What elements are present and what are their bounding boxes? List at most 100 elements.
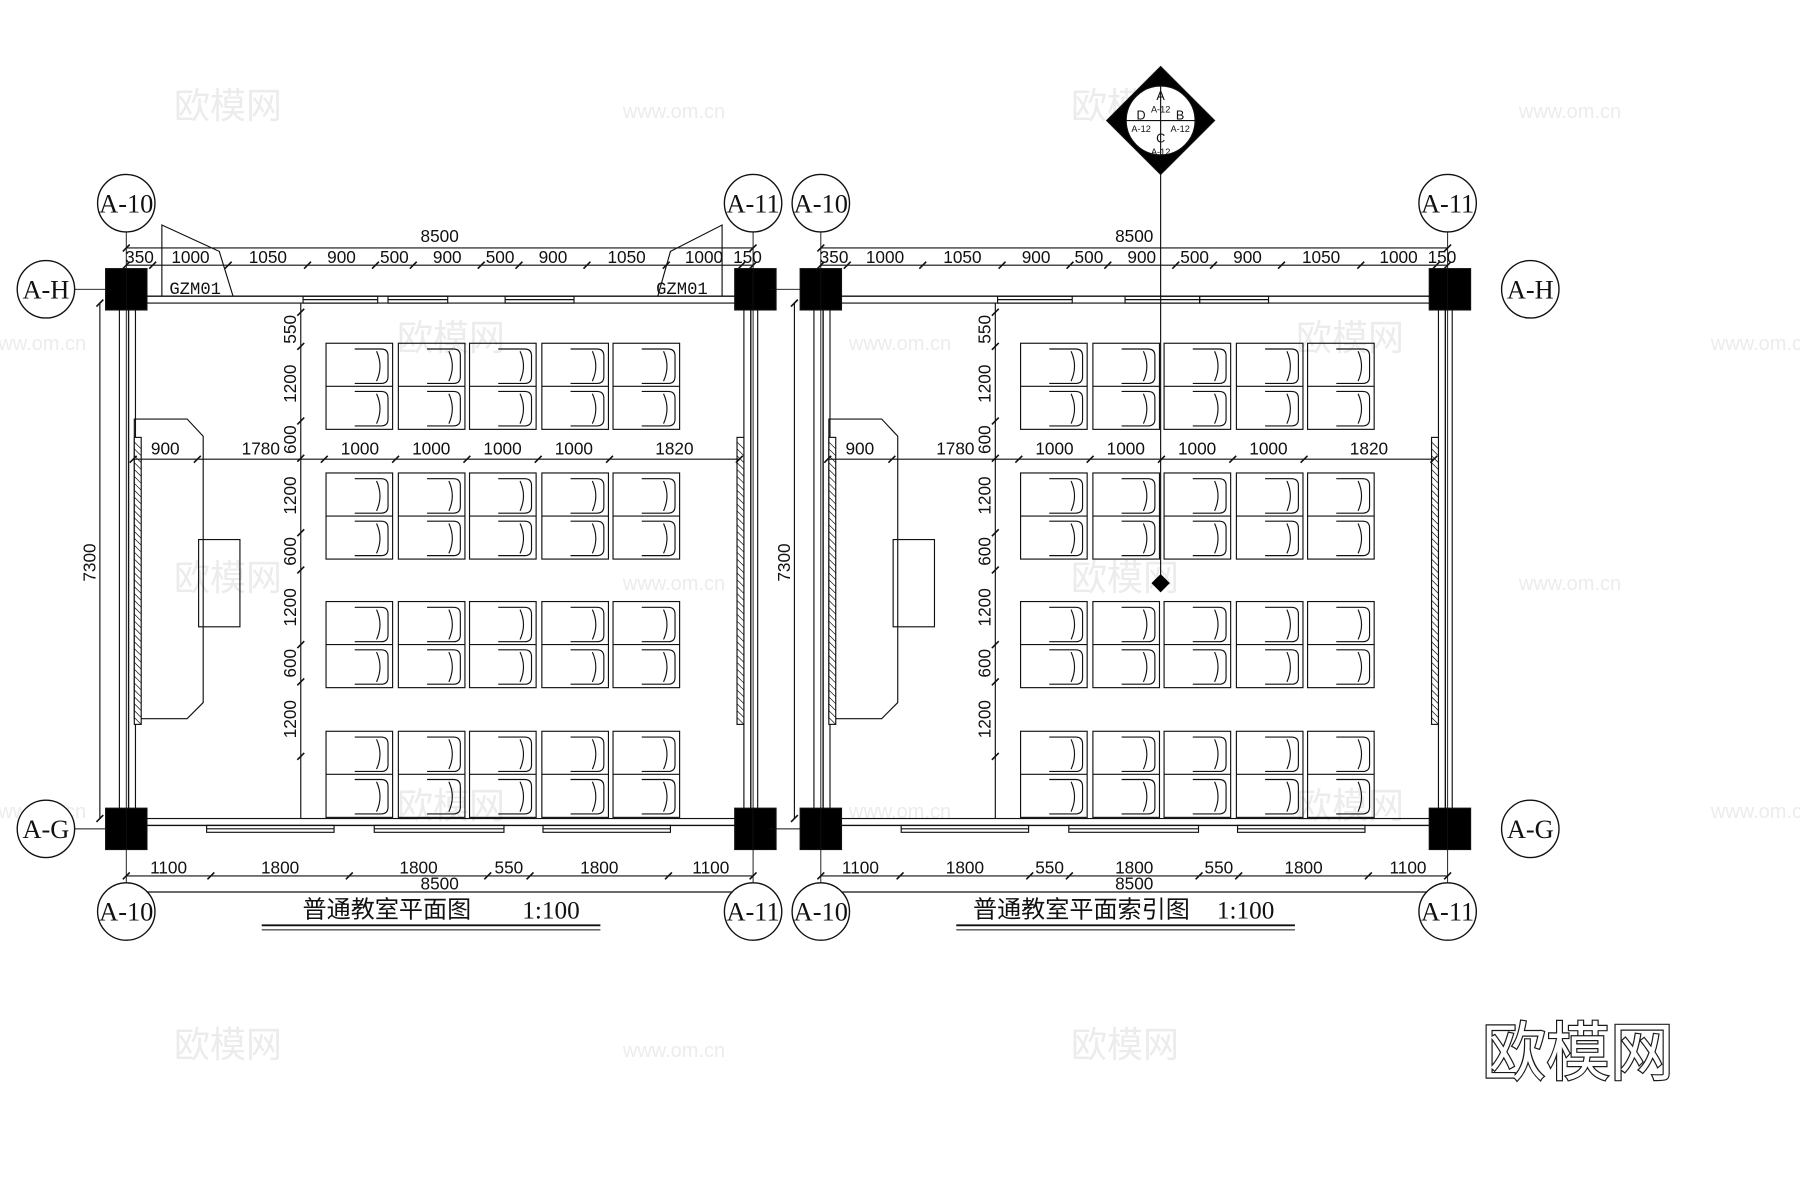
dimension-label: 1000 <box>483 439 521 459</box>
blackboard-hatch <box>1431 627 1439 636</box>
door-tag: GZM01 <box>169 281 221 300</box>
chair-back <box>1357 609 1363 640</box>
chair-back <box>376 351 381 382</box>
chair <box>354 736 389 773</box>
blackboard-hatch <box>828 600 836 608</box>
dimension-label: 550 <box>1205 858 1234 878</box>
desk-pair <box>1163 600 1232 689</box>
chair <box>1192 649 1227 685</box>
chair-back <box>1142 523 1148 554</box>
chair <box>1192 348 1227 385</box>
dimension-label: 600 <box>280 649 300 678</box>
blackboard-hatch <box>134 586 142 594</box>
dimension-tick <box>991 752 1000 761</box>
dimension-tick <box>1157 455 1166 464</box>
chair <box>498 478 533 514</box>
chair <box>498 606 533 643</box>
desk-pair <box>468 342 537 430</box>
chair <box>641 736 676 773</box>
desk-pair <box>612 472 681 560</box>
blackboard-left <box>133 436 142 725</box>
dimension-label: 8500 <box>1115 226 1153 246</box>
watermark-url: www.om.cn <box>622 101 725 123</box>
chair-back <box>519 480 525 512</box>
blackboard-hatch <box>134 579 142 587</box>
blackboard-hatch <box>134 469 142 477</box>
dimension-label: 1100 <box>1390 858 1427 878</box>
dimension-tick <box>1065 871 1074 880</box>
blackboard-hatch <box>134 483 142 491</box>
watermark-layer: 欧模网欧模网欧模网欧模网欧模网欧模网欧模网欧模网欧模网欧模网www.om.cnw… <box>0 86 1800 1066</box>
desk-pair <box>1235 342 1304 430</box>
chair <box>641 390 676 427</box>
grid-bubble-row-bottom-circle <box>16 799 76 859</box>
chair-back <box>1357 651 1363 683</box>
chair <box>1121 606 1156 643</box>
dimension-label: 900 <box>1233 247 1262 267</box>
blackboard-hatch <box>134 551 142 560</box>
dimension-label: 1050 <box>1302 247 1340 267</box>
chair-back <box>1286 609 1291 640</box>
blackboard-hatch <box>828 682 836 691</box>
dimension-label: 1800 <box>261 858 299 878</box>
chair <box>1121 778 1156 815</box>
chair-back <box>1070 393 1076 424</box>
chair-back <box>1142 351 1148 382</box>
grid-bubble-row-top-circle <box>1500 259 1560 319</box>
dimension-tick <box>1014 455 1023 464</box>
chair-back <box>1357 351 1363 382</box>
chair-back <box>448 393 453 424</box>
dimension-label: 900 <box>539 247 568 267</box>
dimension-tick <box>843 261 852 270</box>
dimension-tick <box>582 261 591 270</box>
grid-bubble-col-right-label: A-11 <box>1421 188 1474 218</box>
blackboard-right <box>736 436 745 725</box>
blackboard-hatch <box>736 648 745 656</box>
chair-back <box>591 739 597 770</box>
blackboard-hatch <box>828 489 836 498</box>
dimension-tick <box>371 261 380 270</box>
chair-back <box>519 351 525 382</box>
dimension-label: 550 <box>495 858 524 878</box>
chair <box>1049 606 1084 643</box>
chair <box>498 649 533 685</box>
blackboard-hatch <box>134 524 142 532</box>
grid-bubble-col-left-label: A-10 <box>794 897 848 927</box>
chair-back <box>1286 739 1291 770</box>
blackboard-hatch <box>828 669 836 677</box>
dimension-tick <box>1300 455 1309 464</box>
chair-back <box>519 781 525 812</box>
desk-pair <box>612 342 681 430</box>
dimension-tick <box>991 528 1000 537</box>
chair <box>354 649 389 685</box>
blackboard-hatch <box>828 572 836 580</box>
blackboard-hatch <box>828 703 836 711</box>
chair-back <box>1142 651 1148 683</box>
chair-back <box>663 651 668 683</box>
chair <box>354 390 389 427</box>
chair-back <box>1286 781 1291 812</box>
dimension-label: 900 <box>327 247 356 267</box>
grid-bubble-col-left-label: A-10 <box>794 188 848 218</box>
blackboard-hatch <box>134 620 142 629</box>
chair-back <box>591 480 597 512</box>
chair <box>1265 478 1299 514</box>
chair <box>641 478 676 514</box>
blackboard-hatch <box>134 558 142 567</box>
watermark-url: www.om.cn <box>1710 801 1800 823</box>
grid-bubble-col-right-circle <box>1418 882 1478 941</box>
blackboard-hatch <box>736 620 745 629</box>
blackboard-hatch <box>1431 469 1439 477</box>
blackboard-hatch <box>828 696 836 704</box>
chair-back <box>663 480 668 512</box>
chair-back <box>591 651 597 683</box>
dimension-tick <box>1364 871 1373 880</box>
dimension-tick <box>991 640 1000 649</box>
watermark-text: 欧模网 <box>1296 786 1404 827</box>
blackboard-hatch <box>134 476 142 484</box>
grid-bubble-col-right-label: A-11 <box>726 188 779 218</box>
blackboard-hatch <box>828 662 836 670</box>
